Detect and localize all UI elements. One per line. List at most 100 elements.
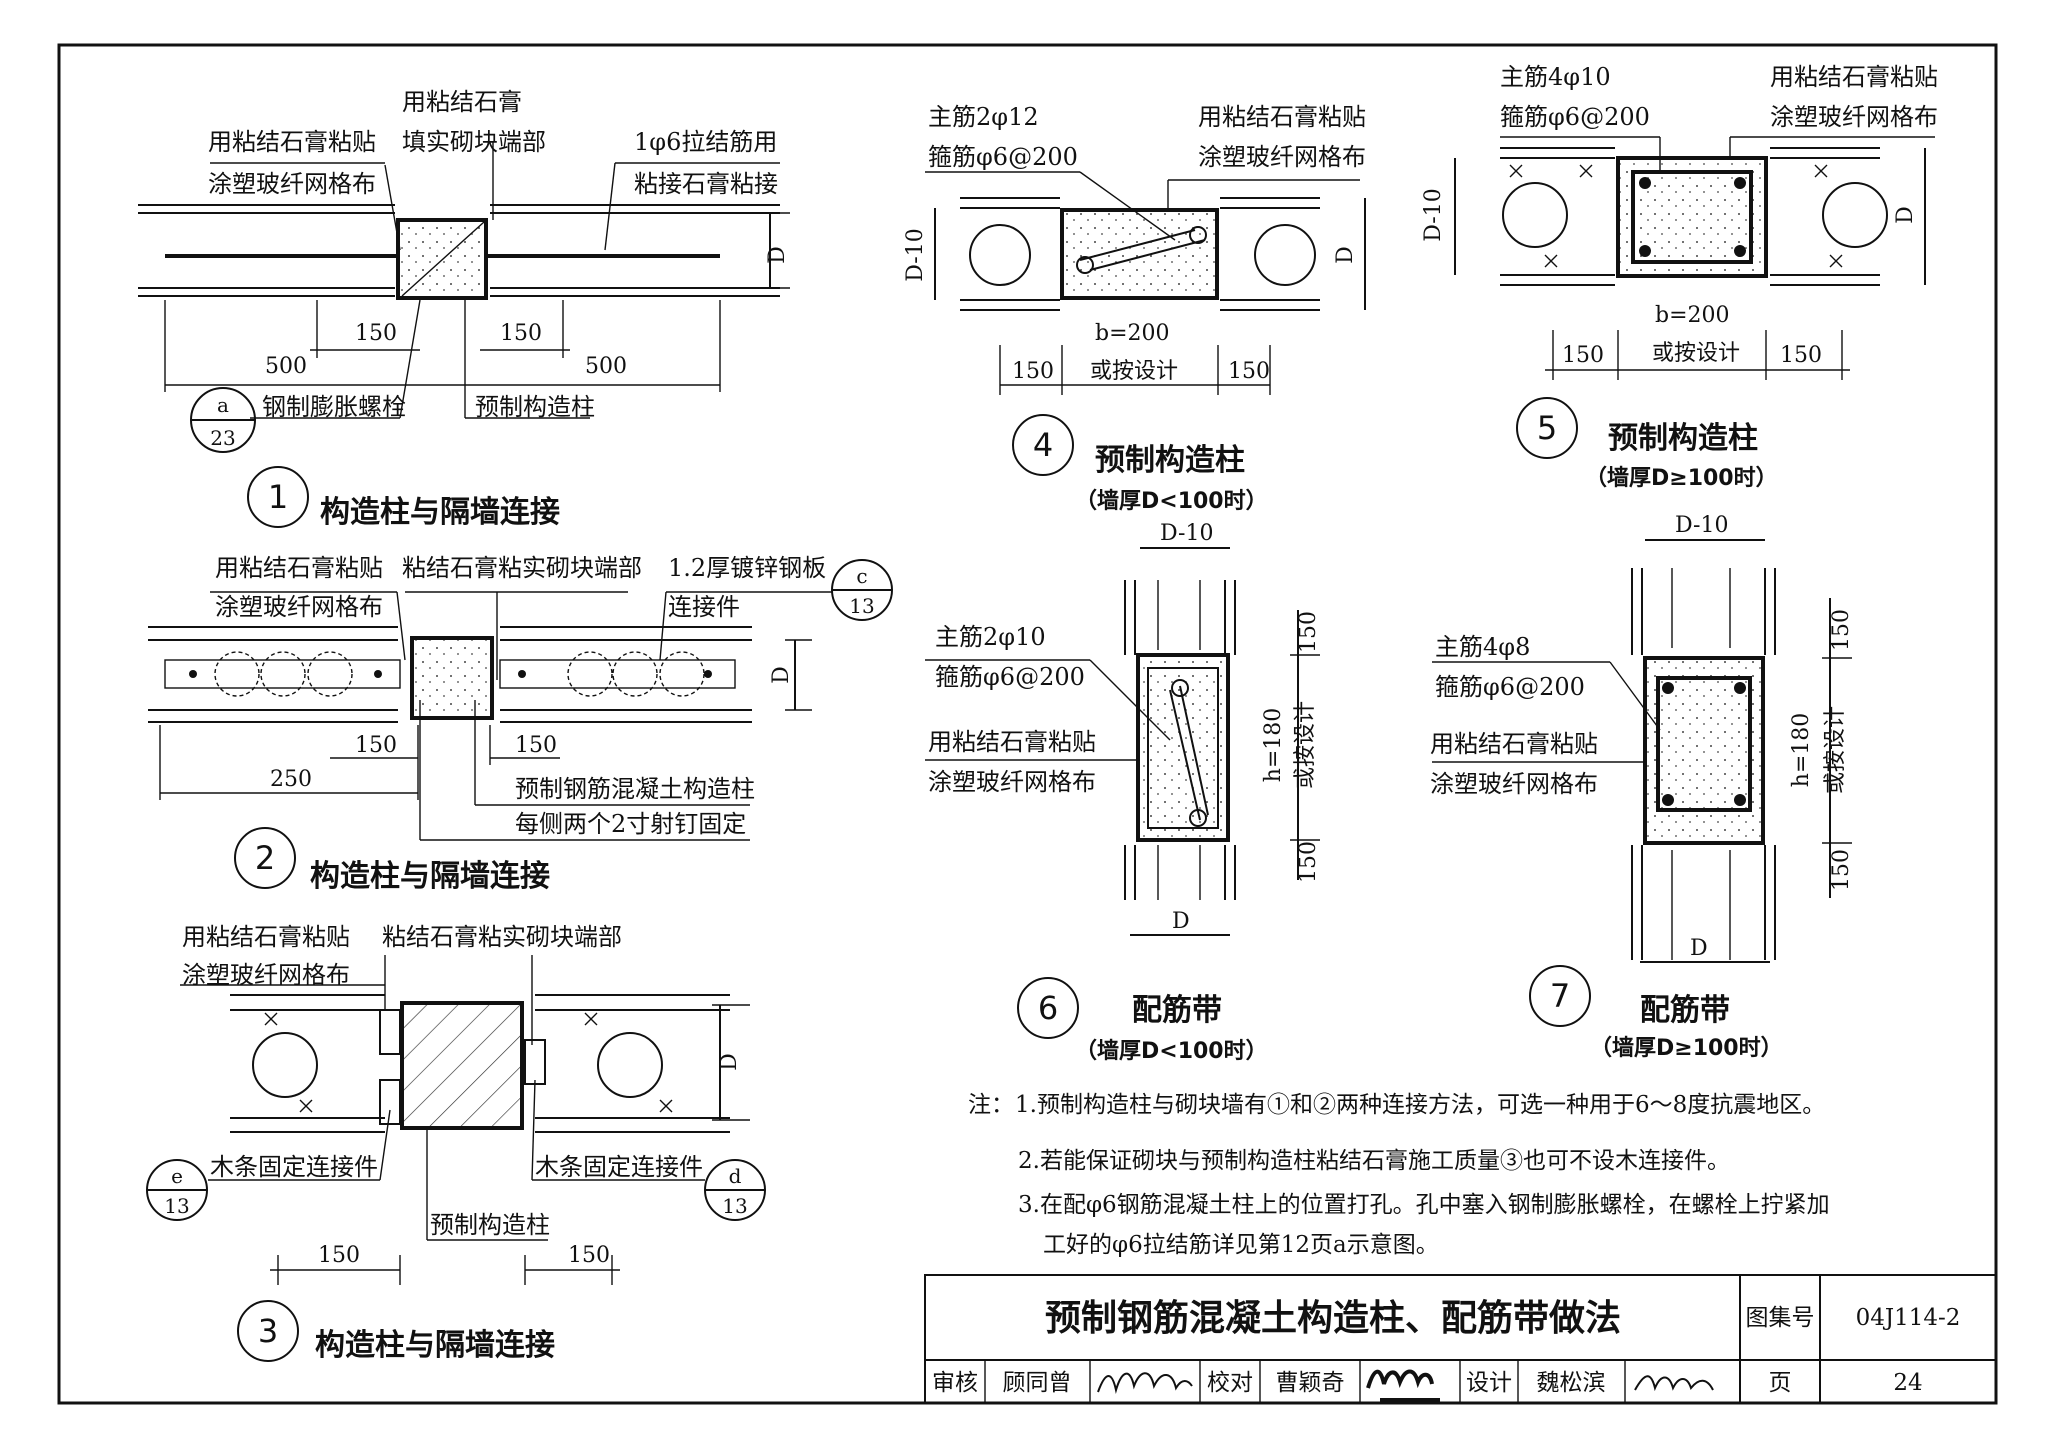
column-3 <box>400 1001 524 1130</box>
label-3-0: 用粘结石膏粘贴 <box>182 923 350 951</box>
atlas-label: 图集号 <box>1746 1305 1815 1331</box>
dim-150-g: 150 <box>1012 359 1054 384</box>
label-1-5: 粘接石膏粘接 <box>634 170 778 198</box>
detail-4-caption: 预制构造柱 <box>1095 443 1245 478</box>
detail-6-condition: （墙厚D<100时） <box>1075 1039 1268 1064</box>
ref-2-bottom: 13 <box>849 594 874 618</box>
detail-7-number: 7 <box>1550 977 1570 1015</box>
dim-150-k: 150 <box>1296 611 1321 653</box>
label-1-7: 预制构造柱 <box>475 393 595 421</box>
dim-d-4: D <box>1333 246 1358 264</box>
detail-5-caption: 预制构造柱 <box>1608 421 1758 456</box>
label-1-6: 钢制膨胀螺栓 <box>262 393 406 421</box>
ref-1-top: a <box>217 393 229 417</box>
checker-signature <box>1366 1369 1440 1402</box>
detail-1-caption: 构造柱与隔墙连接 <box>320 495 560 530</box>
detail-1: D 150 150 500 500 用粘结石膏粘贴 涂塑玻纤网格布 用粘结石膏 … <box>138 88 790 530</box>
label-4-1: 箍筋φ6@200 <box>928 143 1078 171</box>
note-3: 3.在配φ6钢筋混凝土柱上的位置打孔。孔中塞入钢制膨胀螺栓，在螺栓上拧紧加 <box>1018 1192 1830 1218</box>
band-6 <box>1136 653 1230 842</box>
detail-3-number: 3 <box>258 1312 278 1350</box>
notes-prefix: 注： <box>968 1092 1014 1118</box>
label-2-5: 预制钢筋混凝土构造柱 <box>515 775 755 803</box>
detail-5-condition: （墙厚D≥100时） <box>1585 466 1778 491</box>
note-2: 2.若能保证砌块与预制构造柱粘结石膏施工质量③也可不设木连接件。 <box>1018 1148 1730 1174</box>
design-label: 设计 <box>1466 1370 1512 1396</box>
label-1-0: 用粘结石膏粘贴 <box>208 128 376 156</box>
dim-500-b: 500 <box>585 354 627 379</box>
dim-design-5: 或按设计 <box>1652 341 1740 366</box>
detail-6: D-10 150 h=180 或按设计 150 D 主筋2φ10 箍筋φ6@20… <box>925 521 1321 1064</box>
reviewer-name: 顾同曾 <box>1003 1370 1072 1396</box>
ref-3r-bottom: 13 <box>722 1194 747 1218</box>
atlas-number: 04J114-2 <box>1856 1305 1961 1331</box>
detail-7-condition: （墙厚D≥100时） <box>1590 1036 1783 1061</box>
label-5-3: 涂塑玻纤网格布 <box>1770 103 1938 131</box>
dim-h-6: h=180 <box>1261 708 1286 783</box>
dim-150-a: 150 <box>355 321 397 346</box>
detail-2-caption: 构造柱与隔墙连接 <box>310 859 550 894</box>
detail-3-caption: 构造柱与隔墙连接 <box>315 1328 555 1363</box>
label-3-5: 预制构造柱 <box>430 1211 550 1239</box>
dim-150-f: 150 <box>568 1243 610 1268</box>
dim-150-h: 150 <box>1228 359 1270 384</box>
dim-d10-7: D-10 <box>1675 513 1728 538</box>
label-5-0: 主筋4φ10 <box>1500 63 1611 91</box>
label-5-1: 箍筋φ6@200 <box>1500 103 1650 131</box>
label-5-2: 用粘结石膏粘贴 <box>1770 63 1938 91</box>
review-label: 审核 <box>932 1370 978 1396</box>
detail-1-number: 1 <box>268 478 288 516</box>
dim-d10-4: D-10 <box>903 228 928 281</box>
label-3-3: 木条固定连接件 <box>210 1153 378 1181</box>
detail-6-caption: 配筋带 <box>1132 993 1222 1028</box>
column-4 <box>1060 208 1219 300</box>
note-1: 1.预制构造柱与砌块墙有①和②两种连接方法，可选一种用于6～8度抗震地区。 <box>1015 1092 1825 1118</box>
dim-150-i: 150 <box>1562 343 1604 368</box>
label-7-0: 主筋4φ8 <box>1435 633 1530 661</box>
drawing-title: 预制钢筋混凝土构造柱、配筋带做法 <box>1045 1298 1621 1339</box>
label-6-1: 箍筋φ6@200 <box>935 663 1085 691</box>
label-3-4: 木条固定连接件 <box>535 1153 703 1181</box>
page-number: 24 <box>1893 1370 1922 1396</box>
detail-4-condition: （墙厚D<100时） <box>1075 489 1268 514</box>
label-1-1: 涂塑玻纤网格布 <box>208 170 376 198</box>
dim-150-d: 150 <box>515 733 557 758</box>
designer-signature <box>1634 1375 1714 1392</box>
ref-3l-bottom: 13 <box>164 1194 189 1218</box>
dim-150-j: 150 <box>1780 343 1822 368</box>
label-2-1: 涂塑玻纤网格布 <box>215 593 383 621</box>
detail-7-caption: 配筋带 <box>1640 993 1730 1028</box>
designer-name: 魏松滨 <box>1537 1370 1606 1396</box>
dim-150-e: 150 <box>318 1243 360 1268</box>
detail-4: D-10 D b=200 150 或按设计 150 主筋2φ12 箍筋φ6@20… <box>903 103 1366 514</box>
checker-name: 曹颖奇 <box>1276 1370 1345 1396</box>
label-6-3: 涂塑玻纤网格布 <box>928 768 1096 796</box>
check-label: 校对 <box>1207 1370 1253 1396</box>
dim-250: 250 <box>270 767 312 792</box>
label-2-6: 每侧两个2寸射钉固定 <box>515 810 746 838</box>
label-7-1: 箍筋φ6@200 <box>1435 673 1585 701</box>
dim-b-4: b=200 <box>1095 321 1170 346</box>
column-5 <box>1616 156 1768 278</box>
label-1-3: 填实砌块端部 <box>402 128 546 156</box>
dim-150-l: 150 <box>1296 841 1321 883</box>
dim-150-n: 150 <box>1829 849 1854 891</box>
reviewer-signature <box>1097 1372 1193 1394</box>
label-4-0: 主筋2φ12 <box>928 103 1039 131</box>
label-2-0: 用粘结石膏粘贴 <box>215 554 383 582</box>
column-2 <box>410 636 494 720</box>
detail-3: D 150 150 用粘结石膏粘贴 涂塑玻纤网格布 粘结石膏粘实砌块端部 木条固… <box>146 923 766 1363</box>
note-4: 工好的φ6拉结筋详见第12页a示意图。 <box>1043 1232 1439 1258</box>
dim-d-6: D <box>1172 909 1190 934</box>
ref-3l-top: e <box>171 1164 183 1188</box>
dim-b-5: b=200 <box>1655 303 1730 328</box>
ref-3r-top: d <box>729 1164 742 1188</box>
dim-design-6: 或按设计 <box>1293 701 1318 789</box>
detail-4-number: 4 <box>1033 426 1053 464</box>
detail-6-number: 6 <box>1038 989 1058 1027</box>
label-2-2: 粘结石膏粘实砌块端部 <box>402 554 642 582</box>
detail-2: D 150 150 250 用粘结石膏粘贴 涂塑玻纤网格布 粘结石膏粘实砌块端部… <box>148 554 893 894</box>
dim-design-4: 或按设计 <box>1090 359 1178 384</box>
label-4-3: 涂塑玻纤网格布 <box>1198 143 1366 171</box>
label-6-2: 用粘结石膏粘贴 <box>928 728 1096 756</box>
